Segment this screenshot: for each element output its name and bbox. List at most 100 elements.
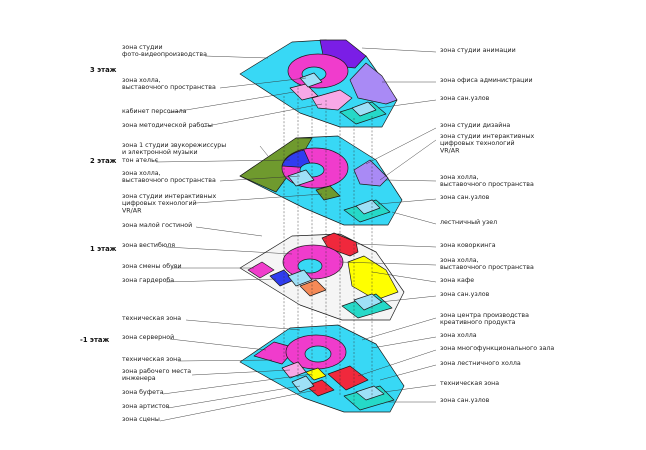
right-label-6: зона холла,выставочного пространства xyxy=(440,174,534,188)
floor-minus1-wc-inner xyxy=(355,385,385,401)
left-label-1-line: фото-видеопроизводства xyxy=(122,51,207,58)
floor-1-shoe-zone xyxy=(247,261,275,279)
right-label-5-line: зона студии интерактивных xyxy=(440,133,535,140)
left-label-19: зона сцены xyxy=(122,416,160,423)
left-label-15: техническая зона xyxy=(122,356,181,363)
floor-2-wc-inner xyxy=(355,199,381,215)
floor-minus1-hall-core xyxy=(304,345,332,363)
left-label-11: зона смены обуви xyxy=(122,262,182,270)
left-label-6-line: тон ательє xyxy=(122,157,159,164)
left-label-2-line: выставочного пространства xyxy=(122,84,216,91)
left-label-9: зона малой гостиной xyxy=(122,221,192,229)
floor-title-3: 3 этаж xyxy=(90,66,117,74)
left-label-10: зона вестибюля xyxy=(122,241,175,249)
right-label-4: зона студии дизайна xyxy=(440,121,510,129)
left-label-8-line: цифровых технологий xyxy=(122,199,197,207)
floor-1-cafe xyxy=(347,255,399,301)
left-label-11-line: зона смены обуви xyxy=(122,262,182,270)
floor-minus1-plan xyxy=(239,324,405,413)
floor-2-tone-atelier xyxy=(281,149,313,169)
left-label-16-line: зона рабочего места xyxy=(122,367,191,375)
right-label-15: зона многофункционального зала xyxy=(440,345,554,352)
left-label-17-line: зона буфета xyxy=(122,388,164,396)
right-label-2-line: зона офиса администрации xyxy=(440,77,533,84)
right-label-17-line: техническая зона xyxy=(440,380,499,387)
right-label-8: лестничный узел xyxy=(440,218,497,226)
right-label-7-line: зона сан.узлов xyxy=(440,194,490,201)
floor-3-zone-admin xyxy=(349,62,398,105)
right-label-15-line: зона многофункционального зала xyxy=(440,345,554,352)
right-label-9-line: зона коворкинга xyxy=(440,242,496,249)
left-label-14: зона серверной xyxy=(122,333,174,341)
left-label-5-line: зона 1 студии звукорежиссуры xyxy=(122,142,226,149)
left-label-6: тон ательє xyxy=(122,157,159,164)
right-label-9: зона коворкинга xyxy=(440,242,496,249)
floor-3-method-room xyxy=(311,89,353,111)
right-label-16: зона лестничного холла xyxy=(440,360,521,367)
right-label-5-line: VR/AR xyxy=(440,147,460,154)
floor-title-1: 1 этаж xyxy=(90,245,117,253)
floor-1-orange-zone xyxy=(299,279,327,297)
floor-title-minus1: -1 этаж xyxy=(80,336,109,344)
right-label-3: зона сан.узлов xyxy=(440,95,490,102)
left-label-8-line: VR/AR xyxy=(122,207,142,214)
left-label-18-line: зона артистов xyxy=(122,403,170,410)
floor-minus1-buffet xyxy=(305,367,327,381)
right-label-3-line: зона сан.узлов xyxy=(440,95,490,102)
right-label-14: зона холла xyxy=(440,332,477,339)
vertical-connectors xyxy=(283,84,373,404)
floor-2-stair xyxy=(287,169,315,187)
right-label-7: зона сан.узлов xyxy=(440,194,490,201)
left-label-13-line: техническая зона xyxy=(122,315,181,322)
left-label-15-line: техническая зона xyxy=(122,356,181,363)
floor-1-stair xyxy=(287,269,313,287)
left-label-4: зона методической работы xyxy=(122,121,213,129)
floor-2-zone-design-studio xyxy=(353,159,389,187)
left-label-14-line: зона серверной xyxy=(122,333,174,341)
right-label-6-line: выставочного пространства xyxy=(440,181,534,188)
left-label-7: зона холла,выставочного пространства xyxy=(122,170,216,184)
floor-minus1-multi-hall xyxy=(327,365,369,391)
right-label-11: зона кафе xyxy=(440,277,474,284)
right-label-13-line: зона центра производства xyxy=(440,312,529,319)
floor-minus1-artists xyxy=(291,375,315,393)
right-label-11-line: зона кафе xyxy=(440,277,474,284)
right-label-1-line: зона студии анимации xyxy=(440,47,516,54)
right-label-6-line: зона холла, xyxy=(440,174,479,181)
floor-3-wc-inner xyxy=(351,101,377,117)
floor-3-plan xyxy=(239,39,398,128)
left-label-13: техническая зона xyxy=(122,315,181,322)
right-label-4-line: зона студии дизайна xyxy=(440,121,510,129)
right-label-13-line: креативного продукта xyxy=(440,319,516,326)
right-label-10-line: выставочного пространства xyxy=(440,264,534,271)
right-label-10: зона холла,выставочного пространства xyxy=(440,257,534,271)
floor-title-2: 2 этаж xyxy=(90,157,117,165)
left-label-2-line: зона холла, xyxy=(122,77,161,84)
right-label-2: зона офиса администрации xyxy=(440,77,533,84)
left-label-7-line: выставочного пространства xyxy=(122,177,216,184)
floor-minus1-stage xyxy=(305,379,335,397)
right-label-12: зона сан.узлов xyxy=(440,291,490,298)
right-label-10-line: зона холла, xyxy=(440,257,479,264)
leader-lines xyxy=(155,47,437,422)
left-label-7-line: зона холла, xyxy=(122,170,161,177)
right-label-5-line: цифровых технологий xyxy=(440,139,515,147)
left-label-4-line: зона методической работы xyxy=(122,121,213,129)
left-label-3-line: кабинет персонала xyxy=(122,107,187,115)
left-label-19-line: зона сцены xyxy=(122,416,160,423)
floor-minus1-engineer xyxy=(281,361,307,379)
floor-2-plan xyxy=(239,135,403,226)
left-label-16-line: инженера xyxy=(122,375,156,382)
left-label-10-line: зона вестибюля xyxy=(122,241,175,249)
right-label-1: зона студии анимации xyxy=(440,47,516,54)
left-label-12: зона гардероба xyxy=(122,276,174,284)
left-label-12-line: зона гардероба xyxy=(122,276,174,284)
right-labels: зона студии анимации зона офиса администр… xyxy=(440,47,554,404)
right-label-16-line: зона лестничного холла xyxy=(440,360,521,367)
